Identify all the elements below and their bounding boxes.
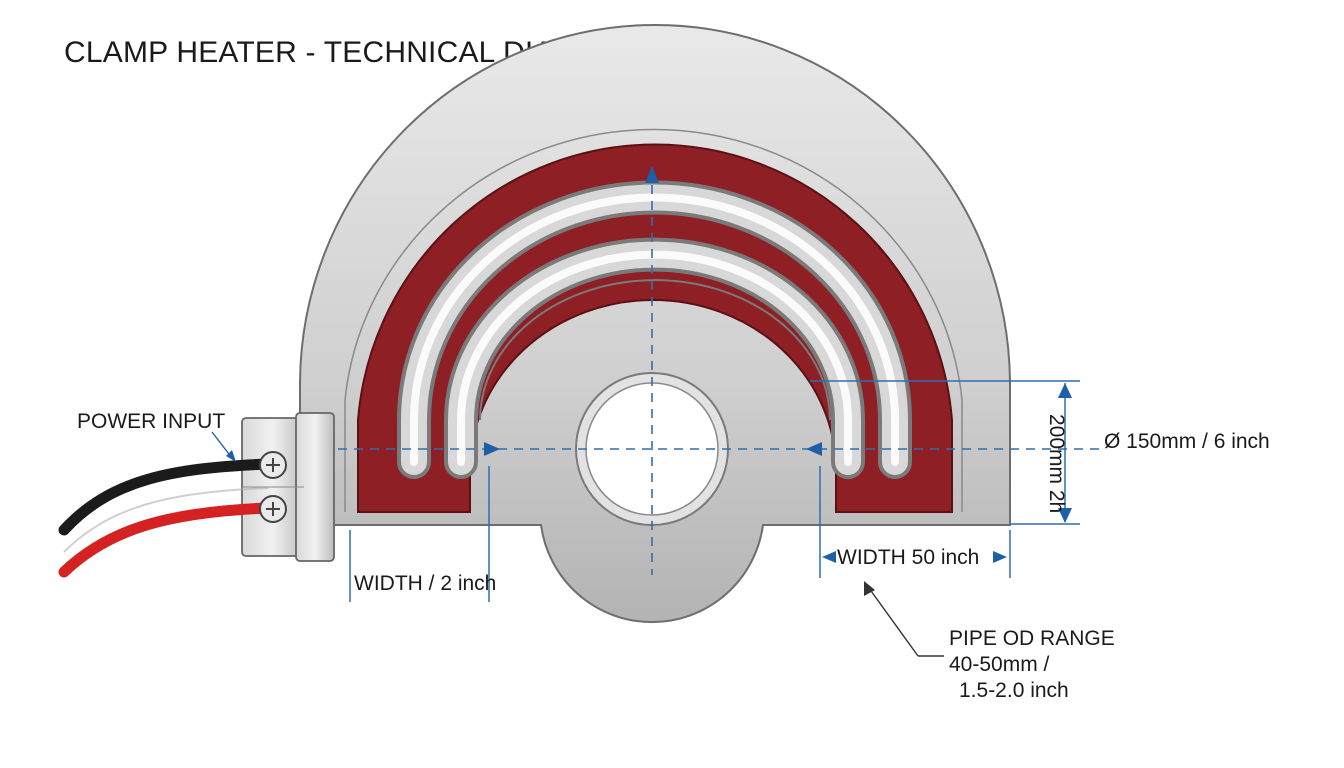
width-left-dimension (349, 466, 490, 602)
pipe-range-leader (864, 581, 944, 657)
terminal-screw-bottom-icon (259, 495, 287, 523)
height-dimension (810, 380, 1080, 525)
terminal-screw-top-icon (259, 451, 287, 479)
power-input-label: POWER INPUT (77, 410, 225, 433)
pipe-range-line-1: PIPE OD RANGE (949, 627, 1115, 650)
arrow-left-icon (484, 442, 500, 456)
heater-body (299, 24, 1011, 623)
inner-saddle (479, 279, 831, 421)
pipe-range-line-3: 1.5-2.0 inch (959, 679, 1069, 702)
up-arrow-icon (645, 166, 659, 183)
width-left-label: WIDTH / 2 inch (354, 572, 496, 595)
arrow-right-icon (806, 442, 822, 456)
width-right-dimension (819, 466, 1011, 578)
pipe-range-line-2: 40-50mm / (949, 653, 1050, 676)
terminal-box (241, 412, 335, 562)
heating-element (357, 143, 953, 513)
diameter-label: Ø 150mm / 6 inch (1104, 430, 1270, 453)
black-wire (58, 458, 274, 536)
width-right-label: WIDTH 50 inch (837, 546, 979, 569)
power-input-arrow-icon (226, 450, 236, 462)
height-dimension-label: 200mm 2h (1045, 414, 1068, 513)
red-wire (58, 502, 274, 578)
